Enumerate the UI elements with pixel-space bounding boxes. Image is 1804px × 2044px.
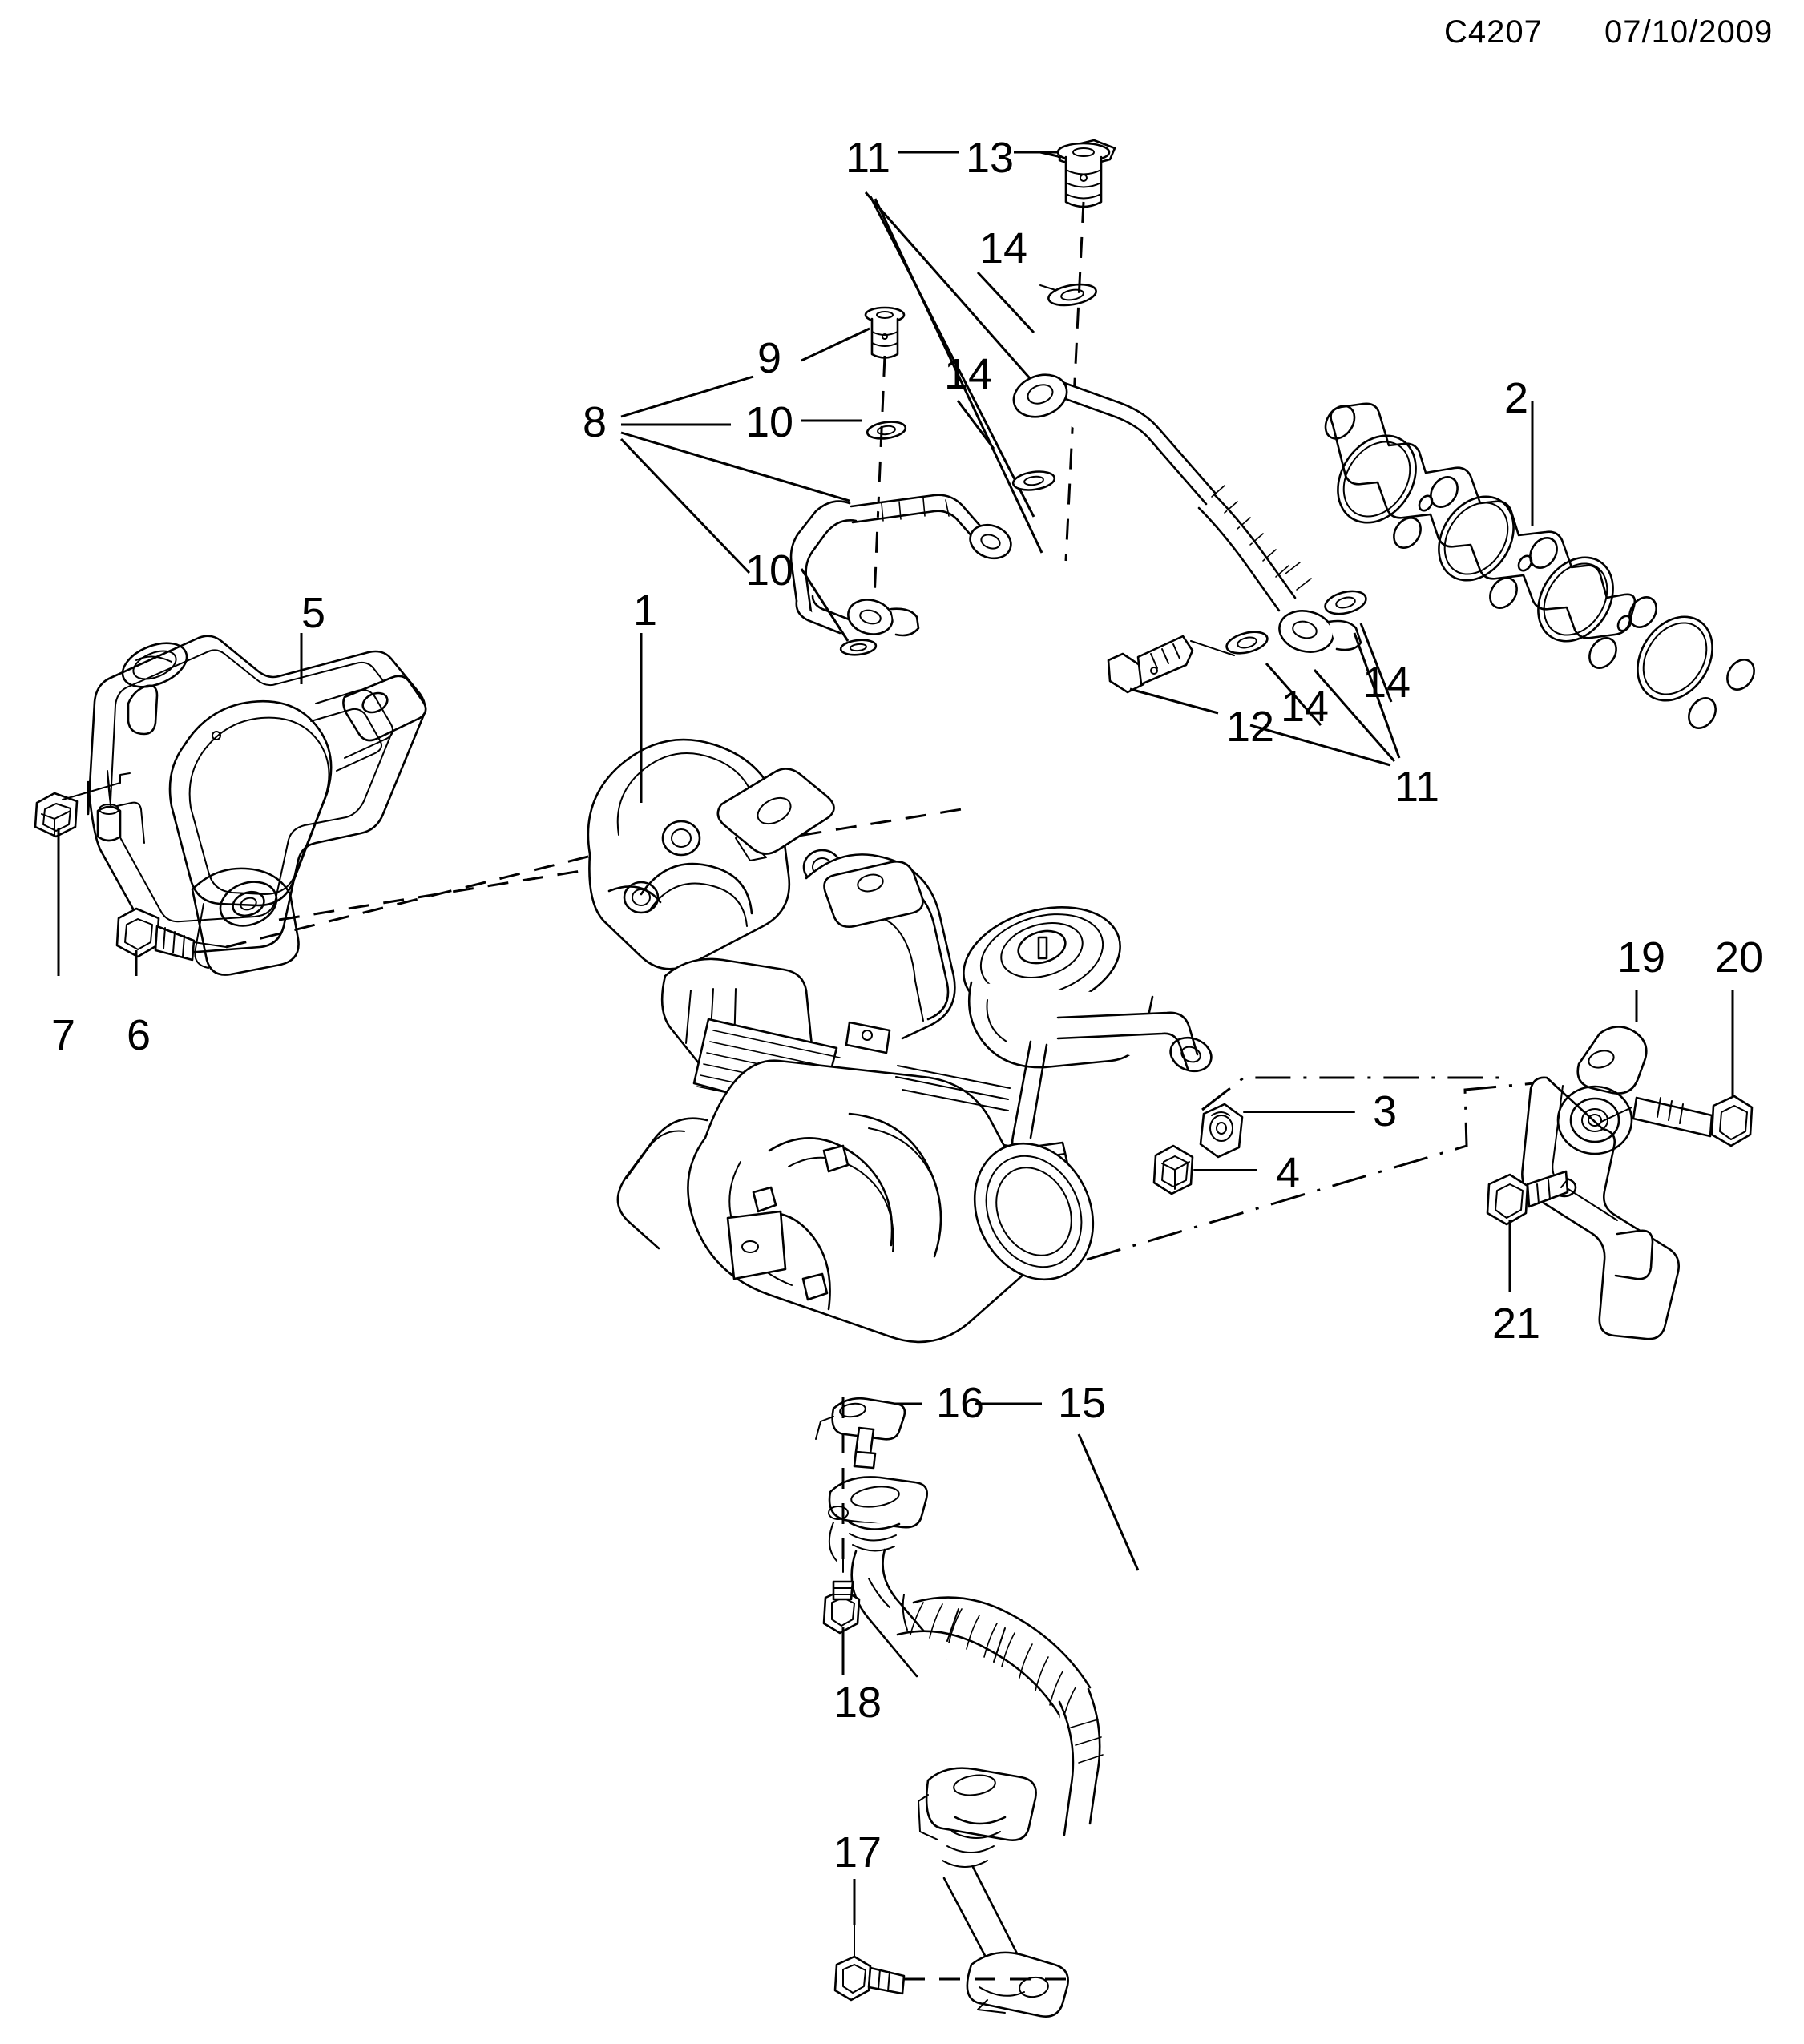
callout-3: 3 [1373,1087,1398,1135]
oil-drain-union [918,1767,1069,2018]
callout-17: 17 [833,1828,882,1877]
hose-band-upper [902,1594,908,1631]
callout-14d: 14 [1362,659,1411,707]
oil-drain-bolt-17-icon [833,1924,906,2002]
bracket-bolt-21-icon [1486,1170,1569,1226]
support-bracket-icon [1521,1026,1680,1340]
banjo-bolt-9-icon [864,306,906,359]
turbocharger-assembly-icon [587,738,1213,1344]
callout-14b: 14 [944,350,993,398]
bracket-bolt-20-icon [1600,1095,1754,1147]
sealing-washer-10b-icon [839,639,878,656]
bolt-4-icon [1152,1144,1257,1195]
callout-5: 5 [301,589,326,637]
callout-18: 18 [833,1679,882,1727]
sealing-washer-14c-icon [1225,631,1269,655]
callout-12: 12 [1226,703,1275,751]
callout-7: 7 [51,1011,76,1059]
sealing-washer-10a-icon [866,421,907,440]
callout-2: 2 [1504,374,1529,422]
callout-19: 19 [1617,933,1666,982]
callout-14c: 14 [1281,683,1330,731]
callout-21: 21 [1492,1300,1541,1348]
callout-6: 6 [127,1011,151,1059]
oil-drain-bolt-18-icon [822,1557,861,1635]
callout-4: 4 [1276,1149,1301,1197]
heat-shield-nut-icon [34,772,131,838]
callout-9: 9 [757,334,782,382]
oil-feed-hose-upper [1012,373,1362,653]
callout-10a: 10 [745,398,794,446]
banjo-bolt-13-icon [1056,139,1116,208]
callout-14a: 14 [979,224,1028,272]
oil-drain-pipe-16-icon [815,1397,906,1470]
drawing-code: C4207 [1444,14,1543,50]
oil-drain-hose-15-icon [896,1596,1104,1836]
callout-10b: 10 [745,546,794,595]
drawing-date: 07/10/2009 [1604,14,1774,50]
callout-1: 1 [633,587,658,635]
callout-15: 15 [1058,1379,1107,1427]
leader-group-8 [619,327,870,574]
heat-shield-bolt-icon [115,907,227,962]
callout-16: 16 [936,1379,985,1427]
oil-feed-pipe-rigid [789,494,1012,637]
sealing-washer-14a-icon [1039,283,1097,307]
callout-11-right: 11 [1394,763,1440,811]
callout-20: 20 [1715,933,1764,982]
exhaust-manifold-gasket-icon [1324,402,1755,729]
leader-group-11-right [1249,632,1401,767]
heat-shield-icon [87,635,427,976]
banjo-bolt-12-icon [1107,635,1235,694]
nut-3-icon [1199,1103,1355,1159]
callout-8: 8 [583,398,607,446]
callout-13: 13 [966,134,1015,182]
callout-11-top: 11 [845,134,891,182]
sealing-washer-14d-icon [1324,590,1367,615]
sealing-washer-14b-icon [1011,470,1056,491]
